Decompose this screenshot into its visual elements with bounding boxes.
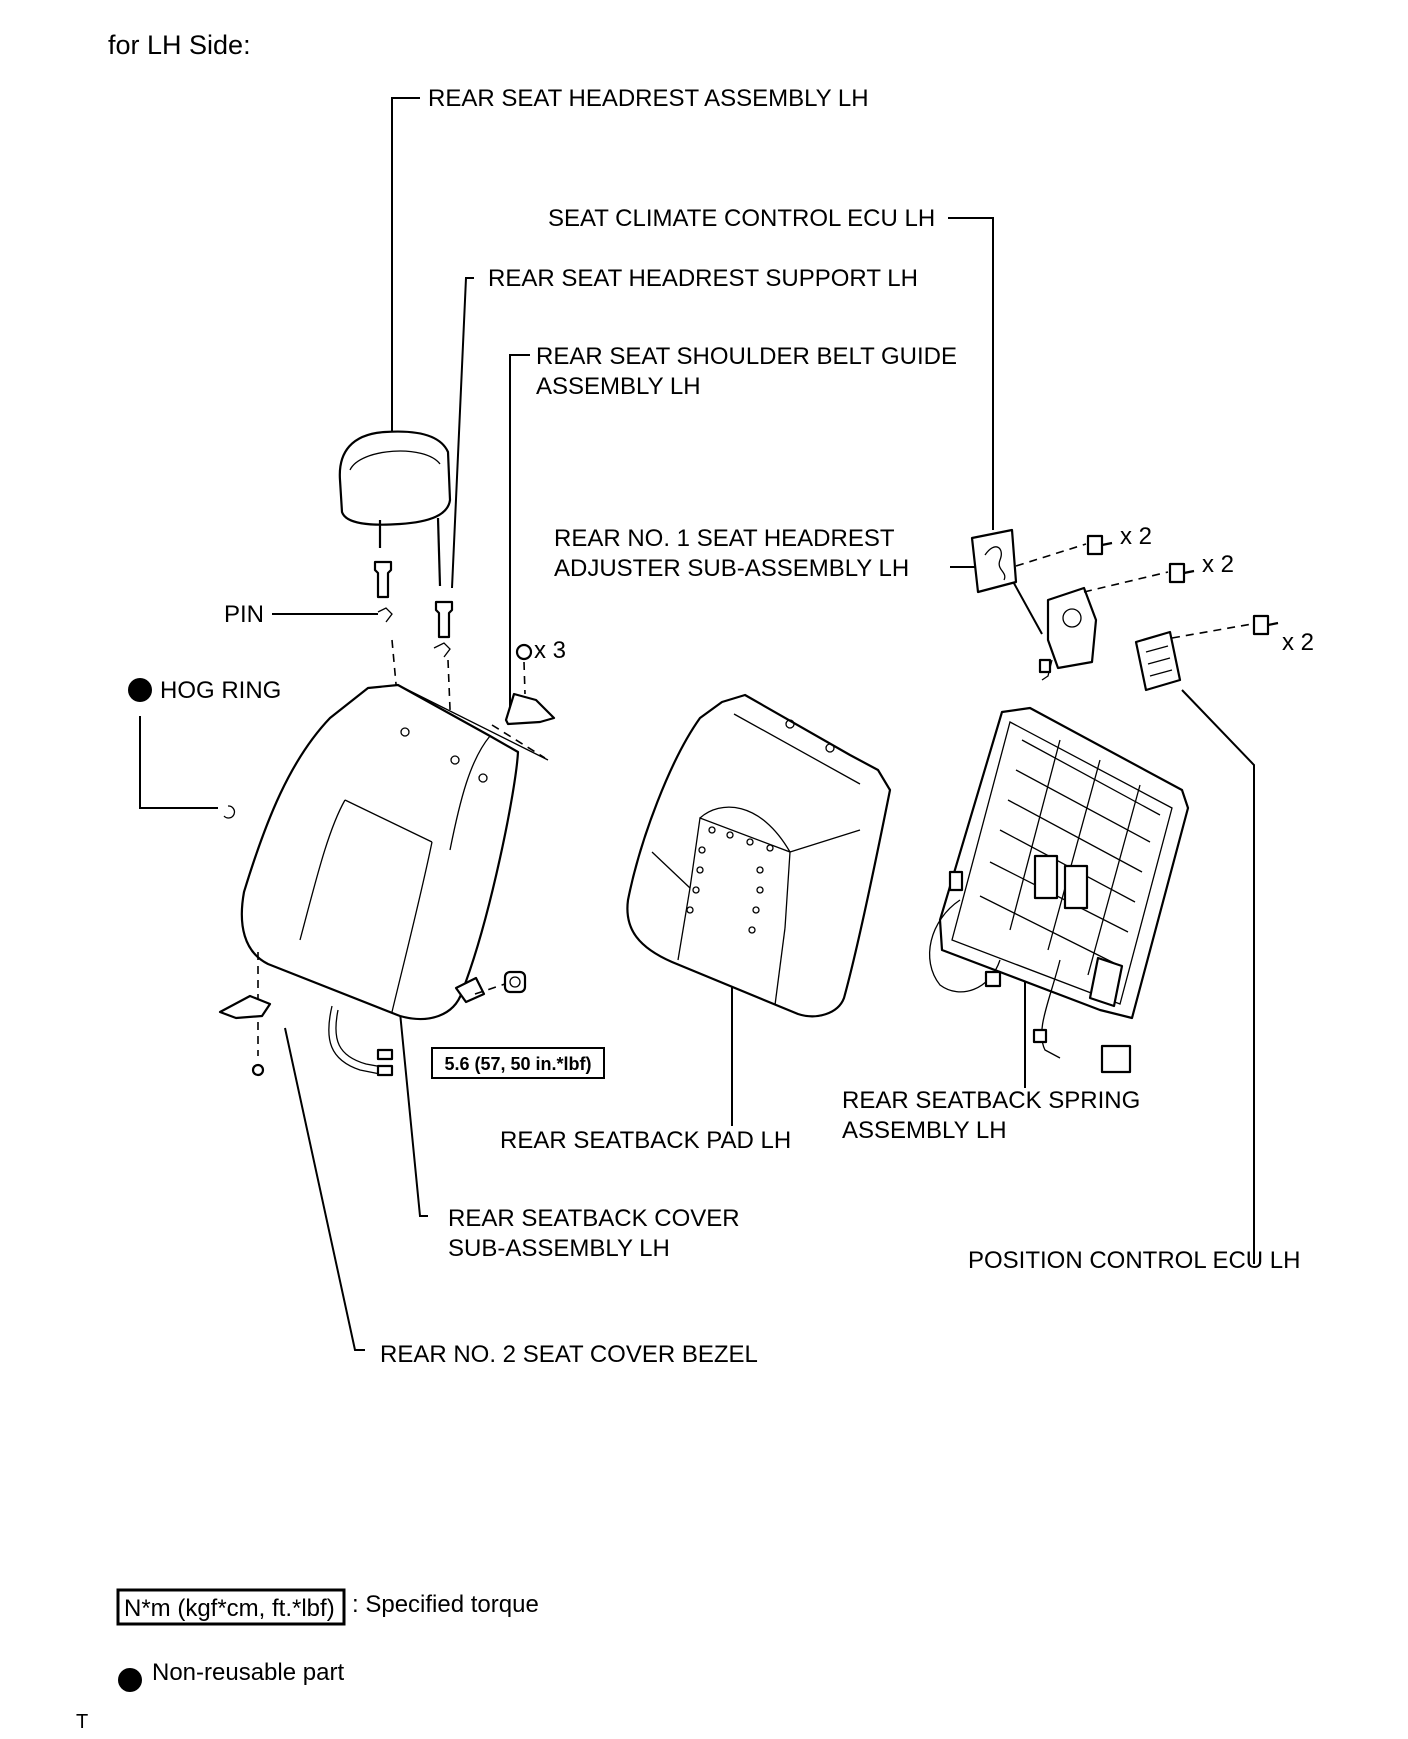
climate-ecu-drawing: x 2: [970, 523, 1152, 594]
legend-non-reusable-icon: [118, 1668, 142, 1692]
adjuster-drawing: x 2: [1038, 551, 1234, 681]
torque-nut-drawing: 5.6 (57, 50 in.*lbf): [431, 970, 605, 1079]
torque-value: 5.6 (57, 50 in.*lbf): [444, 1054, 591, 1074]
label-seat-cover-bezel: REAR NO. 2 SEAT COVER BEZEL: [380, 1341, 758, 1368]
legend-torque-box: [116, 1588, 346, 1626]
label-spring-line1: REAR SEATBACK SPRING: [842, 1087, 1140, 1114]
label-cover-line1: REAR SEATBACK COVER: [448, 1205, 740, 1232]
climate-ecu-screw-qty: x 2: [1120, 523, 1152, 550]
seatback-spring-drawing: [928, 706, 1190, 1074]
label-headrest-assembly: REAR SEAT HEADREST ASSEMBLY LH: [428, 85, 869, 112]
label-seat-climate-ecu: SEAT CLIMATE CONTROL ECU LH: [548, 205, 935, 232]
seatback-pad-drawing: [626, 693, 892, 1018]
label-cover-line2: SUB-ASSEMBLY LH: [448, 1235, 670, 1262]
seatback-cover-drawing: [240, 683, 549, 1077]
label-belt-guide-line2: ASSEMBLY LH: [536, 373, 701, 400]
label-position-ecu: POSITION CONTROL ECU LH: [968, 1247, 1300, 1274]
label-headrest-support: REAR SEAT HEADREST SUPPORT LH: [488, 265, 918, 292]
footer-mark: T: [76, 1711, 88, 1733]
label-adjuster-line2: ADJUSTER SUB-ASSEMBLY LH: [554, 555, 909, 582]
headrest-supports-drawing: [373, 560, 454, 759]
adjuster-screw-qty: x 2: [1202, 551, 1234, 578]
belt-guide-drawing: [504, 643, 556, 726]
legend-torque-unit: N*m (kgf*cm, ft.*lbf): [124, 1595, 335, 1622]
torque-value-box: [431, 1047, 605, 1079]
label-hog-ring: HOG RING: [160, 677, 281, 704]
page-title: for LH Side:: [108, 30, 251, 60]
legend-non-reusable-text: Non-reusable part: [152, 1659, 344, 1686]
legend: N*m (kgf*cm, ft.*lbf) : Specified torque…: [116, 1588, 539, 1692]
position-ecu-drawing: x 2: [1134, 614, 1314, 692]
position-ecu-screw-qty: x 2: [1282, 629, 1314, 656]
label-seatback-pad: REAR SEATBACK PAD LH: [500, 1127, 791, 1154]
non-reusable-marker-icon: [128, 678, 152, 702]
label-spring-line2: ASSEMBLY LH: [842, 1117, 1007, 1144]
belt-guide-screw-qty: x 3: [534, 637, 566, 664]
headrest-drawing: [338, 430, 452, 587]
legend-torque-text: : Specified torque: [352, 1591, 539, 1618]
label-pin: PIN: [224, 601, 264, 628]
label-belt-guide-line1: REAR SEAT SHOULDER BELT GUIDE: [536, 343, 957, 370]
hog-ring-and-bezel-drawing: [218, 805, 272, 1077]
label-adjuster-line1: REAR NO. 1 SEAT HEADREST: [554, 525, 895, 552]
